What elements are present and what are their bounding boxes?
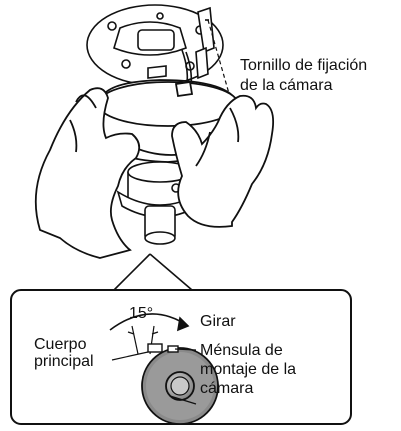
camera-top-view xyxy=(141,343,219,425)
bracket-label-line2: montaje de la xyxy=(200,361,296,378)
screw-label-line2: de la cámara xyxy=(240,77,333,94)
callout-lines xyxy=(113,253,193,291)
right-hand xyxy=(171,94,275,228)
main-body-label-line2: principal xyxy=(34,353,94,370)
left-hand xyxy=(34,87,141,259)
bracket-label-line1: Ménsula de xyxy=(200,342,283,359)
inset-leader-lines xyxy=(111,348,197,361)
main-body-label-line1: Cuerpo xyxy=(34,336,87,353)
rotation-arrow xyxy=(109,313,190,332)
screw-label-line1: Tornillo de fijación xyxy=(240,57,367,74)
rotate-label: Girar xyxy=(200,313,236,330)
bracket-label-line3: cámara xyxy=(200,380,253,397)
angle-label: 15° xyxy=(129,305,153,322)
